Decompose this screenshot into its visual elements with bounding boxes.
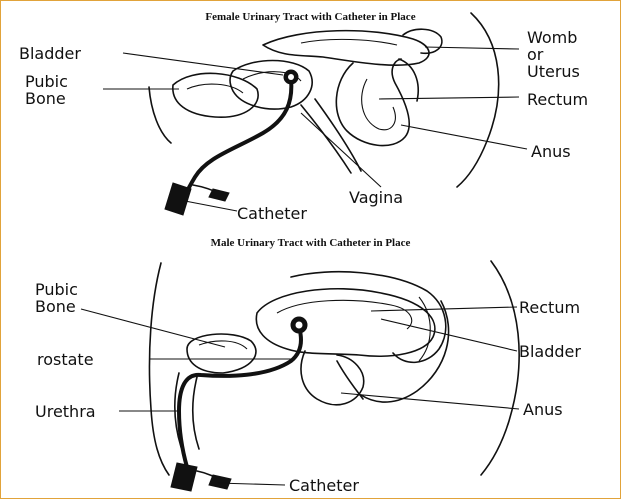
female-anatomy-drawing <box>103 13 527 215</box>
male-label-pubic: Pubic <box>35 281 78 298</box>
female-label-bladder: Bladder <box>19 45 81 62</box>
male-label-bone: Bone <box>35 298 76 315</box>
male-label-anus: Anus <box>523 401 563 418</box>
female-label-or: or <box>527 46 543 63</box>
female-diagram-title: Female Urinary Tract with Catheter in Pl… <box>1 11 620 23</box>
male-label-catheter: Catheter <box>289 477 359 494</box>
female-label-womb: Womb <box>527 29 577 46</box>
female-label-rectum: Rectum <box>527 91 588 108</box>
female-label-catheter: Catheter <box>237 205 307 222</box>
male-label-bladder: Bladder <box>519 343 581 360</box>
female-label-anus: Anus <box>531 143 571 160</box>
female-label-vagina: Vagina <box>349 189 403 206</box>
male-label-prostate: rostate <box>37 351 94 368</box>
male-label-urethra: Urethra <box>35 403 96 420</box>
male-anatomy-drawing <box>81 261 519 491</box>
male-diagram-title: Male Urinary Tract with Catheter in Plac… <box>1 237 620 249</box>
female-label-uterus: Uterus <box>527 63 580 80</box>
male-label-rectum: Rectum <box>519 299 580 316</box>
female-label-bone: Bone <box>25 90 66 107</box>
female-label-pubic: Pubic <box>25 73 68 90</box>
